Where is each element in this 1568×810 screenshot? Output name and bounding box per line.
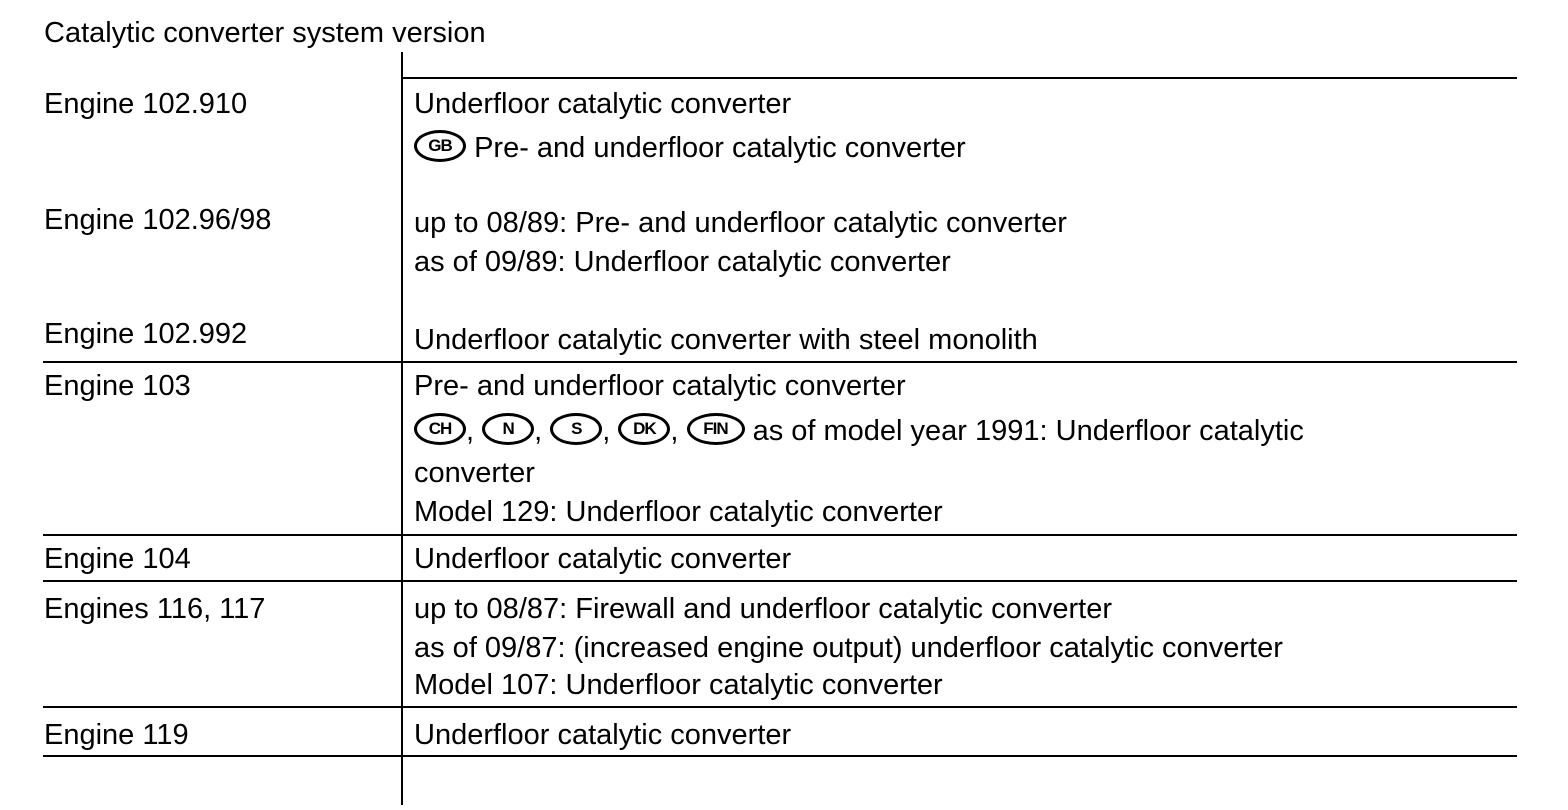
row-line: Underfloor catalytic converter [414, 543, 792, 575]
row-line: up to 08/87: Firewall and underfloor cat… [414, 593, 1112, 625]
country-badge-fin: FIN [686, 413, 745, 446]
row-line: Model 107: Underfloor catalytic converte… [414, 669, 943, 701]
row-line: Pre- and underfloor catalytic converter [414, 370, 906, 402]
document-title: Catalytic converter system version [44, 17, 486, 49]
separator: , [534, 415, 543, 447]
row-line-text: as of model year 1991: Underfloor cataly… [752, 415, 1304, 447]
row-line: Underfloor catalytic converter [414, 719, 792, 751]
row-line: converter [414, 457, 535, 489]
table-rule [43, 361, 1517, 363]
engine-label: Engine 119 [44, 719, 189, 751]
row-line-text: Pre- and underfloor catalytic converter [474, 132, 966, 164]
country-badge-gb: GB [414, 130, 466, 163]
separator: , [466, 415, 475, 447]
row-line: up to 08/89: Pre- and underfloor catalyt… [414, 207, 1067, 239]
engine-label: Engine 102.96/98 [44, 204, 272, 236]
row-line: GB Pre- and underfloor catalytic convert… [414, 130, 966, 165]
engine-label: Engine 104 [44, 543, 191, 575]
row-line: as of 09/87: (increased engine output) u… [414, 632, 1283, 664]
table-rule [43, 534, 1517, 536]
row-line: Underfloor catalytic converter [414, 88, 792, 120]
row-line: as of 09/89: Underfloor catalytic conver… [414, 246, 951, 278]
row-line: Model 129: Underfloor catalytic converte… [414, 496, 943, 528]
country-badge-ch: CH [414, 413, 466, 446]
row-line: Underfloor catalytic converter with stee… [414, 324, 1038, 356]
engine-label: Engines 116, 117 [44, 593, 266, 625]
country-badge-n: N [482, 413, 535, 446]
table-rule [43, 755, 1517, 757]
column-divider [401, 52, 403, 805]
engine-label: Engine 102.910 [44, 88, 248, 120]
separator: , [670, 415, 679, 447]
table-rule [43, 580, 1517, 582]
table-rule [43, 706, 1517, 708]
row-line: CH, N, S, DK, FIN as of model year 1991:… [414, 413, 1304, 448]
country-badge-dk: DK [618, 413, 671, 446]
country-badge-s: S [550, 413, 603, 446]
engine-label: Engine 102.992 [44, 318, 248, 350]
table-rule [402, 77, 1517, 79]
separator: , [602, 415, 611, 447]
engine-label: Engine 103 [44, 370, 191, 402]
